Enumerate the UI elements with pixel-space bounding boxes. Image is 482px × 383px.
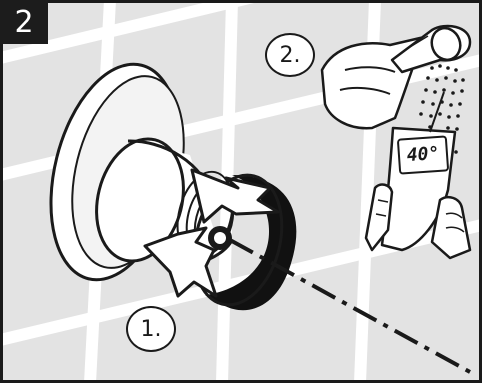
thermometer-reading: 40° (399, 138, 447, 169)
callout-step-1: 1. (126, 306, 176, 352)
callout-step-2: 2. (265, 33, 315, 77)
step-number-badge: 2 (0, 0, 48, 44)
